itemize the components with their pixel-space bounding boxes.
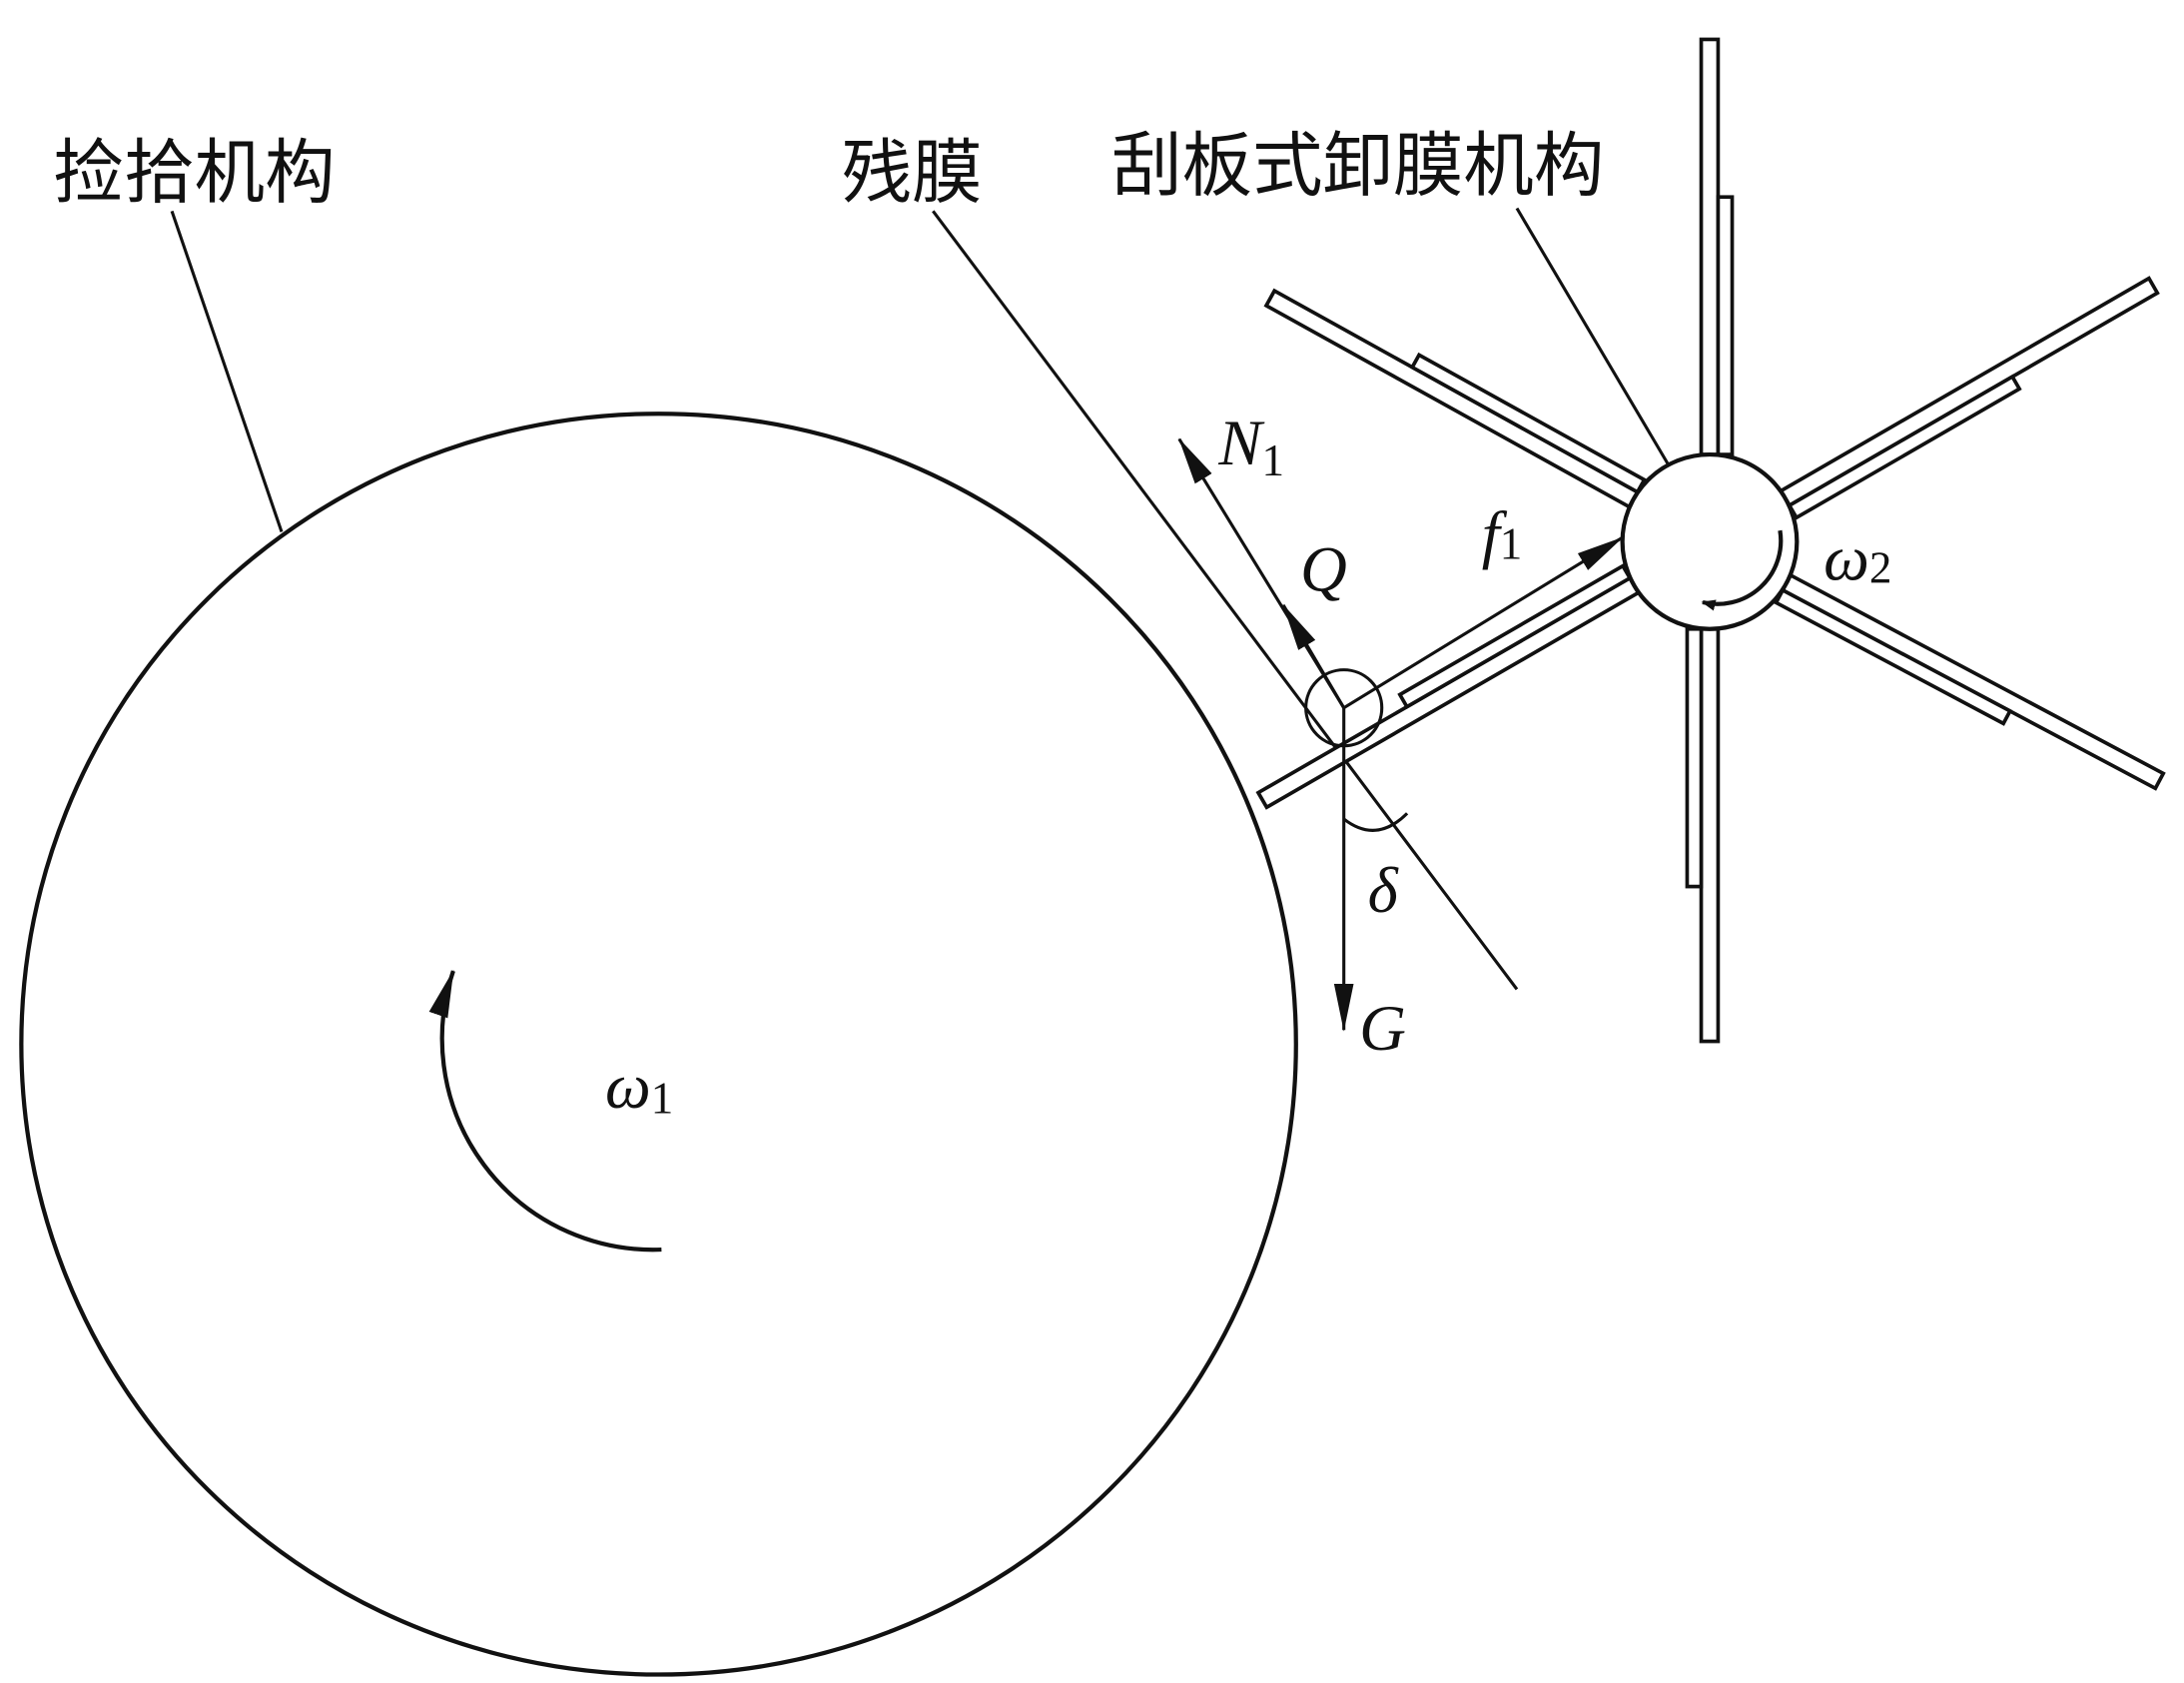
residual-film-label: 残膜 — [842, 132, 983, 214]
omega1-rotation-arrow — [428, 969, 662, 1253]
g-label: G — [1359, 993, 1406, 1065]
omega1-label: ω1 — [605, 1051, 673, 1124]
q-label: Q — [1300, 534, 1347, 606]
pickup-drum-circle — [19, 412, 1298, 1677]
n1-label: N1 — [1217, 408, 1284, 485]
scraper-blade — [1685, 626, 1721, 1044]
scraper-blade — [1699, 37, 1735, 456]
f1-force-arrow — [1342, 535, 1624, 709]
scraper-blade — [1778, 276, 2160, 520]
q-force-arrow — [1281, 603, 1346, 709]
scraper-mechanism-label: 刮板式卸膜机构 — [1111, 125, 1604, 207]
scraper-blade — [1774, 572, 2166, 791]
omega2-label: ω2 — [1823, 522, 1891, 594]
omega2-rotation-arrow — [1701, 529, 1784, 611]
scraper-blade — [1263, 288, 1648, 509]
delta-label: δ — [1368, 855, 1399, 927]
f1-label: f1 — [1482, 499, 1523, 571]
pickup-mechanism-label: 捡拾机构 — [54, 132, 336, 214]
residual-film-line — [932, 210, 1519, 991]
scraper-blade — [1255, 563, 1642, 810]
scraper-rotor — [1255, 37, 2166, 1044]
pickup-leader-line — [170, 210, 284, 533]
delta-angle-arc — [1342, 812, 1409, 832]
